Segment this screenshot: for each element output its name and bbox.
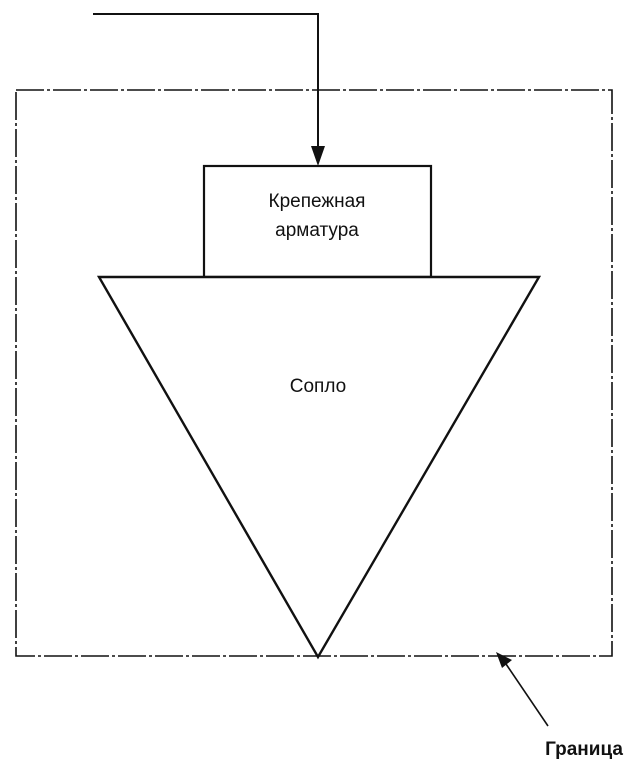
boundary-label: Граница xyxy=(545,739,623,760)
input-arrowhead xyxy=(311,146,325,166)
fastener-label-line2: арматура xyxy=(275,220,359,241)
nozzle-label: Сопло xyxy=(290,376,346,397)
fastener-label-line1: Крепежная xyxy=(269,191,366,212)
nozzle-triangle xyxy=(96,275,542,660)
boundary-pointer-line xyxy=(505,663,549,727)
boundary-frame xyxy=(15,89,613,657)
input-line xyxy=(93,13,319,152)
boundary-pointer-arrowhead xyxy=(496,652,512,668)
